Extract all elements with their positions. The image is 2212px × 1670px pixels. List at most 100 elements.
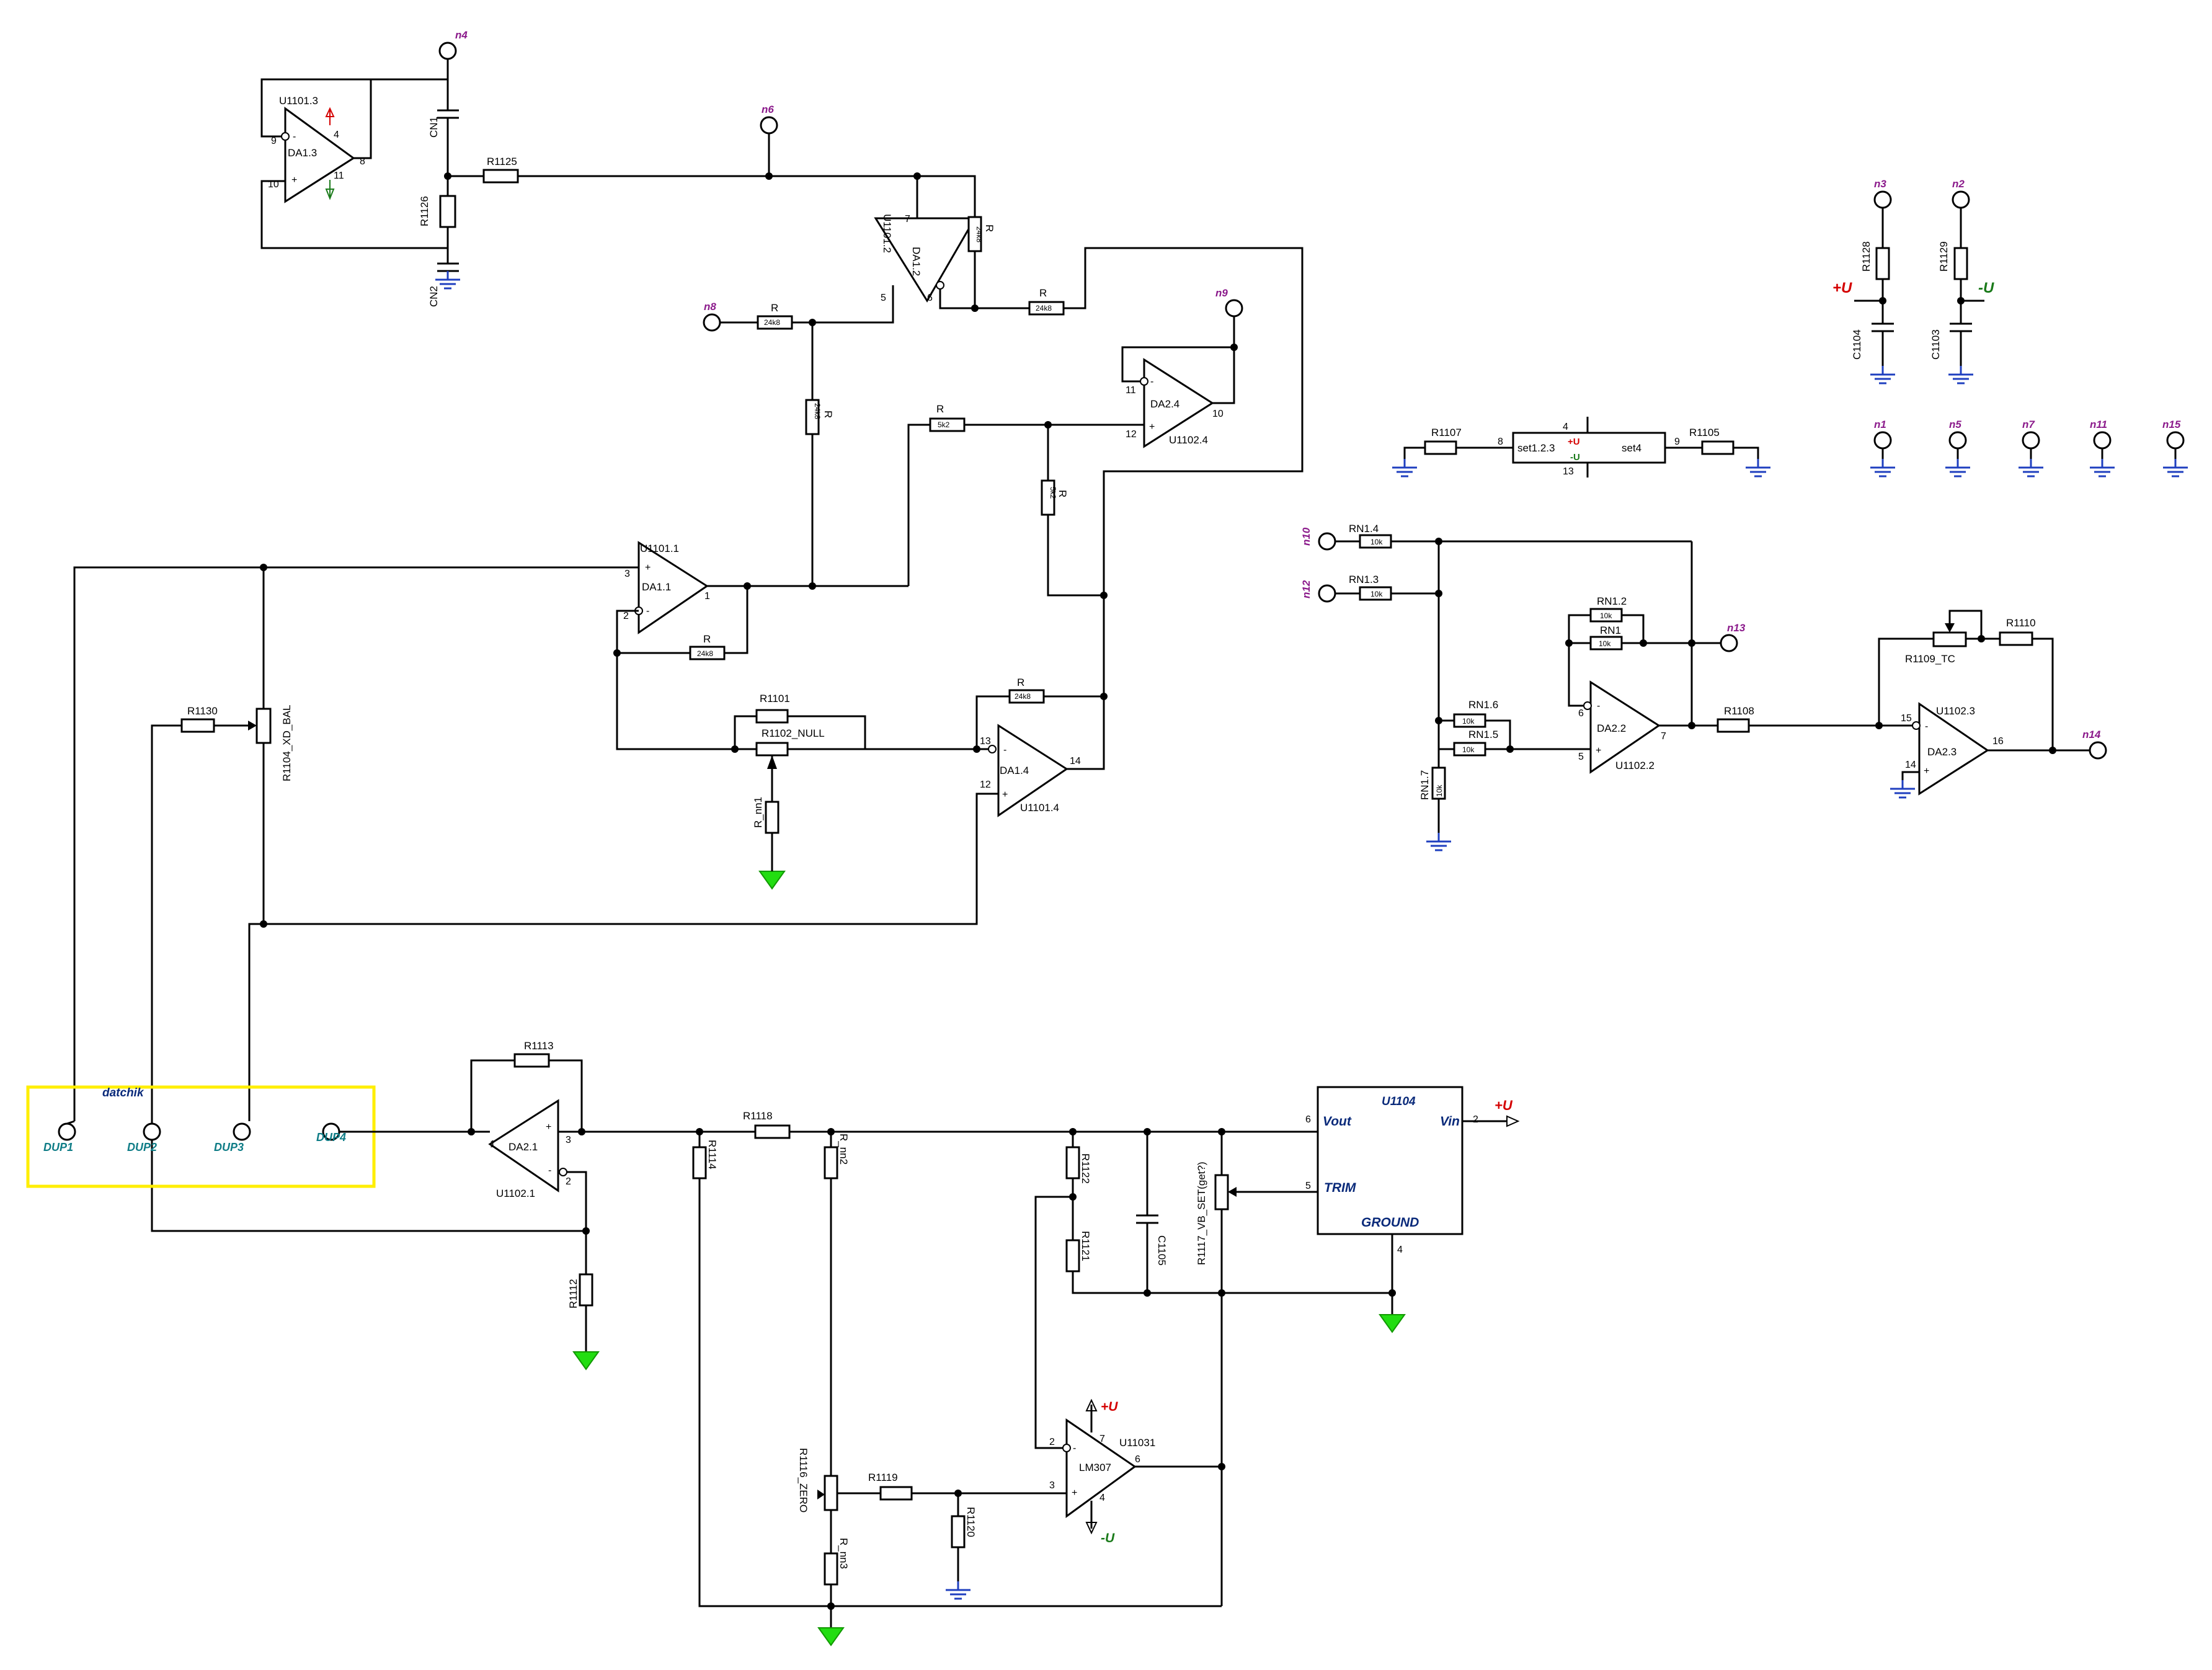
svg-text:5: 5 xyxy=(1578,752,1584,762)
svg-text:1: 1 xyxy=(490,1139,495,1150)
svg-text:R1108: R1108 xyxy=(1724,705,1754,717)
svg-text:RN1.2: RN1.2 xyxy=(1597,595,1627,607)
svg-text:U1101.2: U1101.2 xyxy=(881,214,893,253)
svg-text:7: 7 xyxy=(1099,1434,1105,1444)
svg-text:15: 15 xyxy=(1901,713,1912,724)
block-gnd-nets: n1 n5 n7 n11 n15 xyxy=(1869,419,2189,477)
svg-text:+U: +U xyxy=(1101,1400,1118,1414)
svg-text:7: 7 xyxy=(1661,731,1666,742)
net-n9: n9 xyxy=(1215,287,1228,299)
svg-text:RN1.6: RN1.6 xyxy=(1468,699,1498,711)
block-da12: U1101.2 DA1.2 7 5 6 R 24k8 R 24k8 xyxy=(812,172,1304,695)
svg-text:+: + xyxy=(291,175,297,185)
svg-text:-: - xyxy=(548,1165,551,1176)
svg-text:4: 4 xyxy=(334,130,339,140)
svg-text:R: R xyxy=(1017,677,1024,688)
block-u1104: U1104 Vout Vin TRIM GROUND 6 2 5 4 +U R1… xyxy=(1065,1086,1520,1606)
block-lm307: LM307 U11031 2 3 7 4 6 -+ +U -U xyxy=(1034,1196,1225,1545)
svg-text:DA2.1: DA2.1 xyxy=(509,1141,538,1153)
svg-text:6: 6 xyxy=(1578,708,1584,719)
svg-text:n12: n12 xyxy=(1300,580,1312,598)
svg-text:-: - xyxy=(1925,721,1928,732)
svg-text:+: + xyxy=(1072,1488,1077,1498)
svg-text:6: 6 xyxy=(1135,1454,1140,1465)
svg-text:2: 2 xyxy=(566,1176,571,1187)
svg-text:5k2: 5k2 xyxy=(1049,487,1057,499)
svg-text:R1122: R1122 xyxy=(1080,1153,1091,1184)
svg-text:GROUND: GROUND xyxy=(1361,1215,1419,1230)
svg-text:2: 2 xyxy=(1049,1437,1055,1447)
svg-text:5: 5 xyxy=(1305,1181,1311,1191)
svg-text:R1128: R1128 xyxy=(1860,241,1872,272)
svg-text:R1101: R1101 xyxy=(760,693,790,704)
svg-text:3: 3 xyxy=(566,1135,571,1145)
svg-text:DUP2: DUP2 xyxy=(127,1141,157,1153)
svg-text:24k8: 24k8 xyxy=(1036,304,1052,313)
svg-text:R: R xyxy=(936,403,944,415)
svg-text:12: 12 xyxy=(980,779,991,790)
svg-text:n14: n14 xyxy=(2082,729,2101,740)
svg-text:14: 14 xyxy=(1905,760,1916,770)
svg-text:DUP1: DUP1 xyxy=(43,1141,73,1153)
svg-text:-: - xyxy=(1597,701,1600,711)
svg-text:R1105: R1105 xyxy=(1689,427,1720,438)
svg-text:6: 6 xyxy=(927,293,933,303)
u1104-name: U1104 xyxy=(1382,1095,1416,1108)
svg-text:+U: +U xyxy=(1495,1098,1513,1113)
svg-text:R1109_TC: R1109_TC xyxy=(1905,653,1955,665)
svg-text:RN1: RN1 xyxy=(1600,624,1621,636)
svg-text:CN1: CN1 xyxy=(428,117,440,138)
svg-text:3: 3 xyxy=(1049,1480,1055,1491)
svg-text:CN2: CN2 xyxy=(428,286,440,307)
svg-text:R_nn1: R_nn1 xyxy=(752,797,764,828)
svg-text:n13: n13 xyxy=(1727,622,1746,634)
svg-text:R1102_NULL: R1102_NULL xyxy=(762,727,825,739)
svg-text:RN1.4: RN1.4 xyxy=(1349,523,1379,535)
svg-text:+: + xyxy=(1596,745,1601,756)
svg-text:n10: n10 xyxy=(1300,527,1312,546)
svg-text:-U: -U xyxy=(1978,280,1994,296)
block-da23: R1109_TC R1110 U1102.3 DA2.3 15 14 16 -+… xyxy=(1875,610,2107,799)
svg-text:R1125: R1125 xyxy=(487,156,517,167)
svg-text:-U: -U xyxy=(1570,452,1580,463)
svg-text:1: 1 xyxy=(704,591,710,602)
svg-text:DUP4: DUP4 xyxy=(316,1131,346,1144)
svg-text:R1107: R1107 xyxy=(1431,427,1462,438)
block-da14: R1101 R1102_NULL R_nn1 R 24k8 DA1.4 U110… xyxy=(260,564,1108,925)
svg-text:+: + xyxy=(1149,422,1155,432)
svg-text:R1104_XD_BAL: R1104_XD_BAL xyxy=(281,705,293,782)
net-n2: n2 xyxy=(1952,178,1965,190)
block-set: 4 13 8 9 set1.2.3 set4 +U -U R1107 R1105 xyxy=(1391,417,1772,477)
svg-text:U1101.4: U1101.4 xyxy=(1020,802,1059,814)
svg-text:24k8: 24k8 xyxy=(813,403,822,419)
block-da11-da24: n8 R 24k8 R 24k8 U1101.1 DA1.1 3 2 1 +- … xyxy=(613,287,1243,750)
svg-text:U1101.1: U1101.1 xyxy=(640,543,679,554)
svg-text:R1113: R1113 xyxy=(524,1040,554,1052)
svg-text:LM307: LM307 xyxy=(1079,1462,1111,1473)
svg-text:DA1.4: DA1.4 xyxy=(1000,765,1029,776)
svg-text:R: R xyxy=(984,224,995,232)
svg-text:DA2.3: DA2.3 xyxy=(1927,746,1957,758)
svg-text:DA2.2: DA2.2 xyxy=(1597,722,1626,734)
svg-text:R_nn2: R_nn2 xyxy=(838,1134,850,1165)
svg-text:Vout: Vout xyxy=(1323,1114,1352,1129)
svg-text:+: + xyxy=(1924,766,1929,776)
svg-text:R: R xyxy=(771,302,778,314)
block-da21: R1113 DA2.1 U1102.1 1 3 2 +- R1112 xyxy=(339,1040,695,1370)
svg-text:11: 11 xyxy=(1126,385,1136,396)
svg-text:13: 13 xyxy=(1563,466,1574,477)
svg-text:RN1.3: RN1.3 xyxy=(1349,574,1379,585)
svg-text:10k: 10k xyxy=(1370,590,1383,598)
svg-text:C1103: C1103 xyxy=(1930,329,1942,360)
svg-text:+: + xyxy=(1002,789,1008,800)
svg-text:10k: 10k xyxy=(1462,717,1475,726)
svg-text:U1102.1: U1102.1 xyxy=(496,1188,535,1199)
svg-text:2: 2 xyxy=(623,611,629,621)
svg-text:U1102.2: U1102.2 xyxy=(1615,760,1655,771)
svg-text:10k: 10k xyxy=(1599,639,1611,648)
net-n4: n4 xyxy=(455,29,468,41)
svg-text:3: 3 xyxy=(624,569,630,579)
svg-text:set4: set4 xyxy=(1622,442,1641,454)
svg-text:R1116_ZERO: R1116_ZERO xyxy=(797,1448,809,1512)
